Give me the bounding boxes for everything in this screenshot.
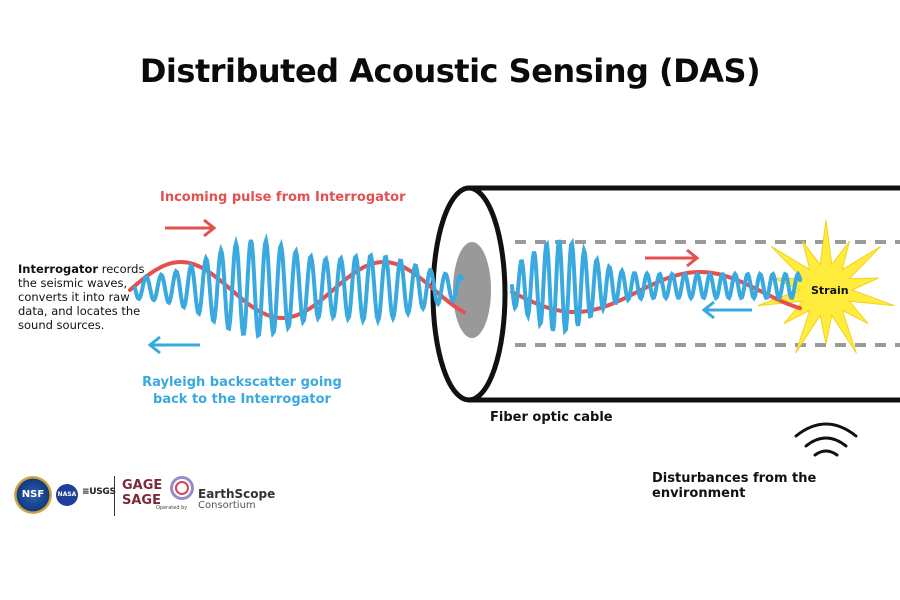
- interrogator-description: Interrogator records the seismic waves, …: [18, 262, 148, 332]
- earthscope-logo-inner-icon: [175, 481, 189, 495]
- arrow-right-icon: [165, 218, 217, 238]
- usgs-logo: ≡USGS: [82, 487, 116, 497]
- earthscope-name: EarthScope: [198, 487, 276, 501]
- incoming-pulse-wave: [128, 260, 466, 320]
- strain-label: Strain: [811, 284, 849, 297]
- signal-waves-icon: [794, 422, 858, 457]
- cable-core: [453, 242, 491, 338]
- operated-by-text: Operated by: [156, 505, 188, 511]
- earthscope-consortium: Consortium: [198, 500, 256, 511]
- gage-text: GAGE: [122, 478, 163, 493]
- incoming-pulse-label: Incoming pulse from Interrogator: [160, 190, 406, 205]
- interrogator-term: Interrogator: [18, 262, 99, 276]
- backscatter-label: Rayleigh backscatter going back to the I…: [142, 374, 342, 408]
- fiber-optic-cable: [430, 185, 900, 403]
- arrow-right-icon: [645, 248, 700, 268]
- arrow-left-icon: [147, 335, 200, 355]
- backscatter-label-line1: Rayleigh backscatter going: [142, 375, 342, 390]
- earthscope-logo-icon: [170, 476, 194, 500]
- nsf-logo: NSF: [14, 476, 52, 514]
- sponsor-logos: NSF NASA ≡USGS GAGE SAGE Operated by Ear…: [14, 474, 284, 518]
- logo-divider: [114, 476, 115, 516]
- starburst-icon: [757, 219, 895, 354]
- backscatter-wave-in-cable: [510, 237, 802, 336]
- backscatter-label-line2: back to the Interrogator: [153, 392, 331, 407]
- gage-sage-logo: GAGE SAGE: [122, 478, 162, 508]
- fiber-optic-cable-label: Fiber optic cable: [490, 410, 613, 425]
- nasa-logo: NASA: [56, 484, 78, 506]
- interrogator-text: records the seismic waves, converts it i…: [18, 262, 145, 332]
- page-title: Distributed Acoustic Sensing (DAS): [139, 52, 761, 90]
- arrow-left-icon: [701, 300, 752, 320]
- backscatter-wave: [133, 232, 464, 339]
- sage-text: SAGE: [122, 493, 161, 508]
- disturbances-label: Disturbances from the environment: [652, 471, 817, 501]
